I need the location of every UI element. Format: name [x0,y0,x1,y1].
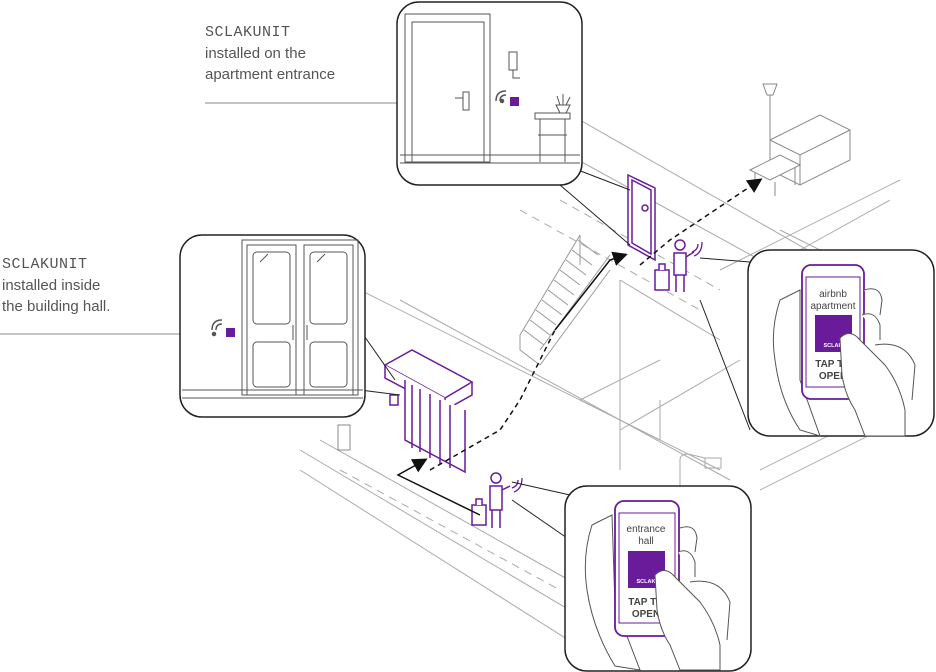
apartment-unit-line1: installed on the [205,45,306,62]
entrance-tap-line1: TAP TO [628,597,664,608]
path-to-living-room [639,178,763,266]
apartment-phone-line1: airbnb [819,289,847,300]
entrance-tap-line2: OPEN [632,609,660,620]
path-to-entrance [396,458,481,516]
building-entrance-scene [383,349,474,474]
apartment-phone-line2: apartment [810,301,855,312]
apartment-door-scene [627,173,656,262]
traveler-signal-icon [511,241,703,493]
traveler-ground [471,472,511,528]
apartment-tap-line1: TAP TO [815,359,851,370]
hall-wifi-icon [211,319,223,337]
apartment-detail-callout [396,1,583,186]
hall-detail-callout [179,234,366,418]
hall-unit-line2: the building hall. [2,298,111,315]
entrance-phone-callout: entrance hall SCLAK TAP TO OPEN [564,485,752,672]
apartment-hand [839,288,916,437]
hall-unit-line1: installed inside [2,277,101,294]
hall-sclak-unit [226,328,235,337]
apartment-sclak-unit [510,97,519,106]
staircase [519,234,611,366]
apartment-phone-callout: airbnb apartment SCLAK TAP TO OPEN [747,249,935,437]
entrance-hand [654,526,731,671]
path-through-hall [429,329,556,471]
callout-connectors [359,169,751,541]
hall-unit-label: SCLAKUNIT installed inside the building … [2,254,110,317]
apartment-unit-label: SCLAKUNIT installed on the apartment ent… [205,22,335,85]
entrance-sclak-brand: SCLAK [637,579,656,585]
living-room [748,83,851,196]
path-up-stairs [554,251,628,331]
apartment-wifi-icon [495,90,507,104]
entrance-phone-line2: hall [638,536,654,547]
wall-post [337,424,351,451]
apartment-sclak-brand: SCLAK [824,343,843,349]
apartment-tap-line2: OPEN [819,371,847,382]
traveler-upstairs [654,239,695,292]
hall-unit-title: SCLAKUNIT [2,256,88,273]
apartment-unit-line2: apartment entrance [205,66,336,83]
apartment-unit-title: SCLAKUNIT [205,24,291,41]
entrance-phone-line1: entrance [627,524,666,535]
